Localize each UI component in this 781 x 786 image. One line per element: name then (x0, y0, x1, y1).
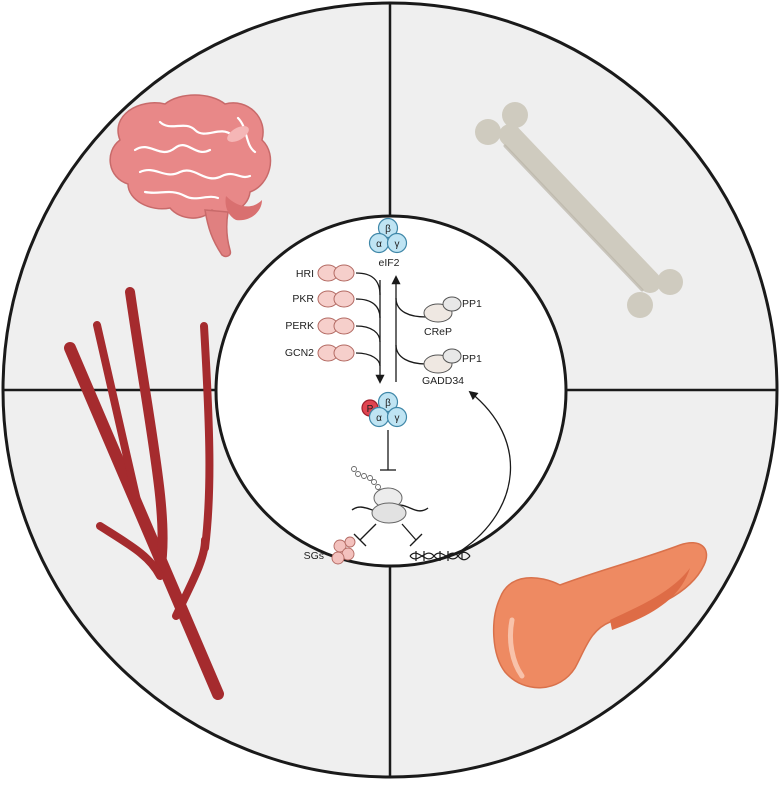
brain-cerebrum (109, 94, 272, 219)
pancreas-body (492, 542, 708, 689)
kinase-gcn2: GCN2 (285, 344, 355, 362)
brain-cerebellum (225, 196, 262, 221)
nascent-peptide (351, 466, 381, 490)
eif2-beta-label-top: β (385, 224, 391, 235)
kinase-label-pkr: PKR (292, 293, 314, 305)
phospho-label: P (367, 404, 374, 415)
pancreas-highlight (507, 617, 525, 679)
ribosome-icon (351, 466, 429, 524)
eif2-complex-top: β α γ eIF2 (368, 217, 408, 269)
brain-folds (133, 116, 257, 200)
brain-stem (204, 209, 232, 258)
phosphatase-crep: PP1 CReP (423, 296, 482, 338)
crep-label: CReP (424, 326, 452, 338)
brain-highlight (227, 126, 249, 142)
sgs-label: SGs (304, 550, 324, 562)
kinase-label-gcn2: GCN2 (285, 347, 314, 359)
bone-knob-1 (475, 119, 501, 145)
bone-icon (475, 102, 683, 318)
pancreas-duct (610, 568, 690, 630)
kinase-list: HRI PKR PERK GCN2 (285, 264, 355, 362)
eif2-label: eIF2 (378, 257, 399, 269)
eif2-complex-phosphorylated: P β α γ (361, 391, 408, 428)
eif2-gamma-label-top: γ (395, 239, 400, 250)
dna-icon (409, 551, 471, 561)
eif2-alpha-label-bottom: α (376, 413, 382, 424)
bone-shade (503, 144, 644, 292)
translation-inhibition (380, 430, 396, 471)
eif2-beta-label-bottom: β (385, 398, 391, 409)
bone-shaft (499, 124, 661, 293)
gadd34-label: GADD34 (422, 375, 464, 387)
kinase-label-hri: HRI (296, 268, 314, 280)
eif2-alpha-label-top: α (376, 239, 382, 250)
bone-knob-2 (502, 102, 528, 128)
stress-granules: SGs (304, 536, 356, 565)
kinase-pkr: PKR (292, 290, 355, 308)
bone-knob-4 (657, 269, 683, 295)
eif2-gamma-subunit-top (386, 232, 408, 254)
eif2-gamma-label-bottom: γ (395, 413, 400, 424)
pancreas-icon (492, 542, 708, 689)
brain-icon (109, 94, 272, 258)
phosphatase-gadd34: PP1 GADD34 (422, 348, 482, 387)
blood-vessel-icon (64, 287, 224, 700)
eif2-beta-subunit-top (377, 217, 399, 239)
center-circle (214, 214, 568, 568)
bone-knob-3 (627, 292, 653, 318)
downstream-inhibition (353, 523, 423, 547)
pp1-label-2: PP1 (462, 353, 482, 365)
kinase-perk: PERK (285, 317, 355, 335)
phosphorylation-arrows (355, 272, 427, 384)
kinase-hri: HRI (296, 264, 355, 282)
pp1-label-1: PP1 (462, 298, 482, 310)
gadd34-feedback-arrow (461, 390, 512, 551)
kinase-label-perk: PERK (285, 320, 314, 332)
